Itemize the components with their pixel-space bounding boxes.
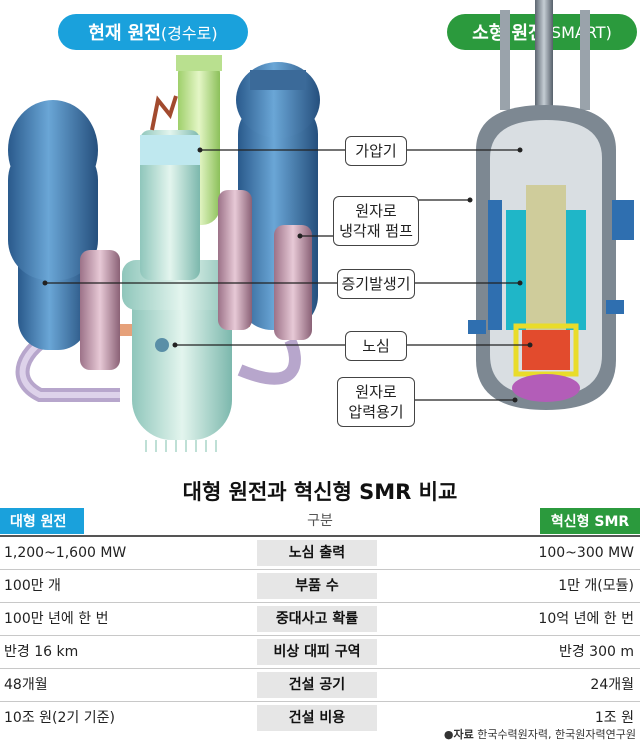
small-reactor-subtitle: (SMART) [544,22,612,42]
source-text: 한국수력원자력, 한국원자력연구원 [473,728,636,741]
smr-value: 반경 300 m [558,644,634,660]
category-label: 비상 대피 구역 [257,639,377,665]
large-reactor-title-text: 현재 원전 [88,23,161,44]
large-reactor-column-header: 대형 원전 [0,508,84,534]
smr-value: 1조 원 [594,710,634,726]
smr-value: 24개월 [590,677,634,693]
callout-pressure-vessel: 원자로 압력용기 [337,377,415,427]
callout-coolant-pump-line1: 원자로 [355,202,397,220]
large-value: 100만 개 [4,578,61,594]
table-row: 10조 원(2기 기준) 건설 비용 1조 원 [0,702,640,734]
callout-coolant-pump-line2: 냉각재 펌프 [339,222,413,240]
smr-value: 1만 개(모듈) [558,578,634,594]
category-label: 부품 수 [257,573,377,599]
source-note: ●자료 한국수력원자력, 한국원자력연구원 [444,726,636,742]
large-reactor-subtitle: (경수로) [160,24,218,43]
callout-pressure-vessel-line1: 원자로 [355,383,397,401]
category-column-header: 구분 [307,513,333,529]
callout-coolant-pump: 원자로 냉각재 펌프 [333,196,419,246]
table-row: 1,200~1,600 MW 노심 출력 100~300 MW [0,537,640,570]
callout-pressurizer: 가압기 [345,136,407,166]
smart-reactor-shape [468,0,634,410]
category-label: 중대사고 확률 [257,606,377,632]
callout-steam-generator-text: 증기발생기 [341,275,411,293]
callout-pressure-vessel-line2: 압력용기 [348,403,404,421]
callout-steam-generator: 증기발생기 [337,269,415,299]
callout-pressurizer-text: 가압기 [355,142,397,160]
steam-generator-left-shape [8,100,98,350]
table-row: 반경 16 km 비상 대피 구역 반경 300 m [0,636,640,669]
smr-value: 10억 년에 한 번 [538,611,634,627]
category-label: 노심 출력 [257,540,377,566]
large-value: 100만 년에 한 번 [4,611,109,627]
callout-core: 노심 [345,331,407,361]
large-value: 1,200~1,600 MW [4,545,127,561]
large-value: 10조 원(2기 기준) [4,710,115,726]
smr-value: 100~300 MW [538,545,634,561]
category-label: 건설 비용 [257,705,377,731]
table-row: 100만 년에 한 번 중대사고 확률 10억 년에 한 번 [0,603,640,636]
smr-column-header: 혁신형 SMR [540,508,640,534]
large-value: 48개월 [4,677,48,693]
large-value: 반경 16 km [4,644,79,660]
table-title: 대형 원전과 혁신형 SMR 비교 [182,480,458,504]
callout-core-text: 노심 [362,337,390,355]
source-label: ●자료 [443,728,474,741]
large-reactor-title: 현재 원전 (경수로) [58,14,248,50]
table-top-rule [0,535,640,537]
table-row: 48개월 건설 공기 24개월 [0,669,640,702]
reactor-illustration [8,0,634,452]
category-label: 건설 공기 [257,672,377,698]
table-row: 100만 개 부품 수 1만 개(모듈) [0,570,640,603]
